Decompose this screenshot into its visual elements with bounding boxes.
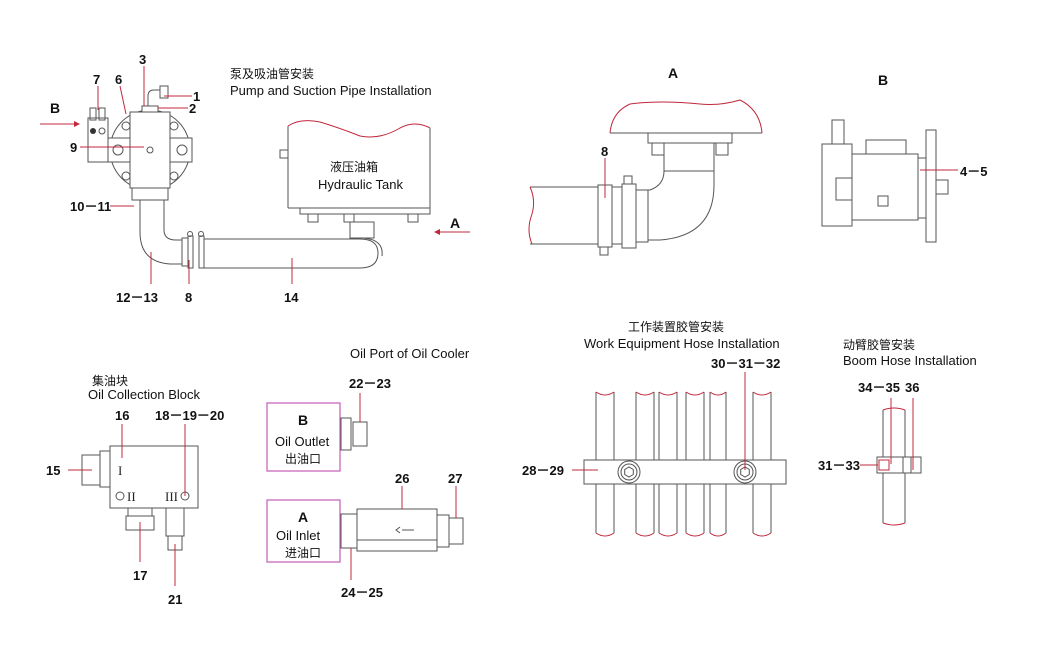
oil-cooler-section: Oil Port of Oil Cooler B Oil Outlet 出油口 … xyxy=(266,346,470,600)
hex-socket-icon xyxy=(624,466,634,478)
oil-collection-block-section: 集油块 Oil Collection Block I II III 15 16 … xyxy=(46,373,224,607)
callout-36: 36 xyxy=(905,380,919,395)
view-b-title: B xyxy=(878,72,888,88)
view-b-section: B 4－5 xyxy=(821,72,987,243)
port-label-i: I xyxy=(118,463,122,478)
callout-27: 27 xyxy=(448,471,462,486)
callout-17: 17 xyxy=(133,568,147,583)
boom-hose-section: 动臂胶管安装 Boom Hose Installation 34－35 36 3… xyxy=(818,337,977,526)
callout-14: 14 xyxy=(284,290,299,305)
pump-title-en: Pump and Suction Pipe Installation xyxy=(230,83,432,98)
view-b-arrow: B xyxy=(40,100,80,127)
hose-clamp xyxy=(198,235,205,269)
collection-block-title-en: Oil Collection Block xyxy=(88,387,200,402)
callout-8: 8 xyxy=(185,290,192,305)
work-hose-title-cn: 工作装置胶管安装 xyxy=(628,319,724,334)
oil-inlet-port-box xyxy=(266,499,341,563)
suction-pipe xyxy=(204,237,383,269)
pump-elbow-fitting xyxy=(147,89,162,110)
view-b-callout-4-5: 4－5 xyxy=(960,164,987,179)
oil-outlet-label-en: Oil Outlet xyxy=(275,434,330,449)
pump-valve-block xyxy=(87,117,109,163)
oil-inlet-letter: A xyxy=(298,509,308,525)
callout-1: 1 xyxy=(193,89,200,104)
pipe-clamp xyxy=(621,183,637,249)
view-b-arrow-label: B xyxy=(50,100,60,116)
oil-outlet-letter: B xyxy=(298,412,308,428)
check-valve xyxy=(356,508,438,552)
callout-3: 3 xyxy=(139,52,146,67)
callout-22-23: 22－23 xyxy=(349,376,391,391)
callout-6: 6 xyxy=(115,72,122,87)
pump-mount-flange xyxy=(925,129,937,243)
port-label-ii: II xyxy=(127,489,136,504)
callout-9: 9 xyxy=(70,140,77,155)
boom-hose-title-en: Boom Hose Installation xyxy=(843,353,977,368)
view-a-title: A xyxy=(668,65,678,81)
view-a-arrow-label: A xyxy=(450,215,460,231)
view-a-callout-8: 8 xyxy=(601,144,608,159)
callout-34-35: 34－35 xyxy=(858,380,900,395)
tank-label-en: Hydraulic Tank xyxy=(318,177,404,192)
pump-body xyxy=(87,85,193,201)
pump-callouts: 1 2 3 6 7 9 10－11 12－13 8 14 xyxy=(70,52,299,305)
callout-28-29: 28－29 xyxy=(522,463,564,478)
callout-16: 16 xyxy=(115,408,129,423)
pump-suction-section: 泵及吸油管安装 Pump and Suction Pipe Installati… xyxy=(40,52,470,305)
collection-block-body xyxy=(109,445,199,509)
hex-socket-icon xyxy=(740,466,750,478)
callout-12-13: 12－13 xyxy=(116,290,158,305)
callout-26: 26 xyxy=(395,471,409,486)
callout-15: 15 xyxy=(46,463,60,478)
oil-inlet-label-cn: 进油口 xyxy=(285,546,321,560)
collection-block-title-cn: 集油块 xyxy=(92,373,128,388)
tank-label-cn: 液压油箱 xyxy=(330,159,378,174)
arrow-head-icon xyxy=(434,229,440,235)
callout-24-25: 24－25 xyxy=(341,585,383,600)
arrow-head-icon xyxy=(74,121,80,127)
callout-7: 7 xyxy=(93,72,100,87)
view-a-arrow: A xyxy=(434,215,470,235)
suction-elbow-pipe xyxy=(139,200,189,267)
callout-10-11: 10－11 xyxy=(70,199,111,214)
oil-outlet-label-cn: 出油口 xyxy=(285,452,321,466)
work-hose-section: 工作装置胶管安装 Work Equipment Hose Installatio… xyxy=(522,319,787,537)
oil-inlet-label-en: Oil Inlet xyxy=(276,528,320,543)
callout-31-33: 31－33 xyxy=(818,458,860,473)
work-hose-title-en: Work Equipment Hose Installation xyxy=(584,336,780,351)
hydraulic-tank: 液压油箱 Hydraulic Tank xyxy=(279,120,431,239)
pump-title-cn: 泵及吸油管安装 xyxy=(230,66,314,81)
boom-hose-title-cn: 动臂胶管安装 xyxy=(843,337,915,352)
callout-2: 2 xyxy=(189,101,196,116)
view-a-section: A 8 xyxy=(528,65,763,256)
boom-hose-clamp xyxy=(876,456,922,474)
oil-outlet-port-box xyxy=(266,402,341,472)
oil-cooler-title: Oil Port of Oil Cooler xyxy=(350,346,470,361)
callout-30-31-32: 30－31－32 xyxy=(711,356,780,371)
callout-21: 21 xyxy=(168,592,182,607)
port-label-iii: III xyxy=(165,489,178,504)
callout-18-19-20: 18－19－20 xyxy=(155,408,224,423)
